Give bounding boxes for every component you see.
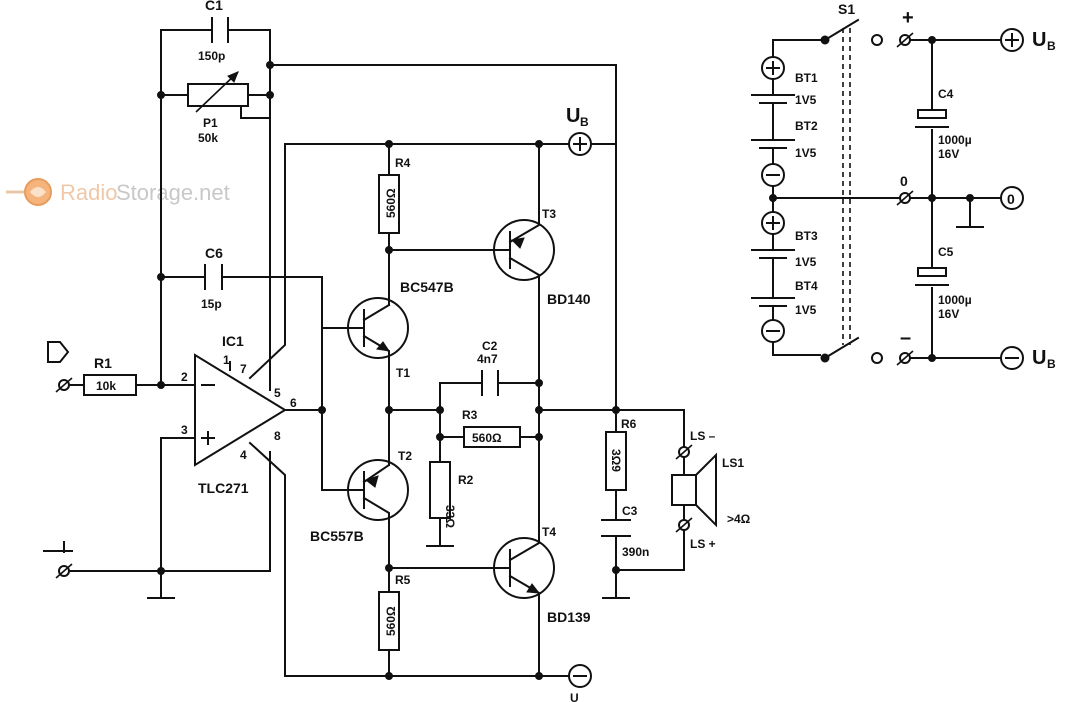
label-bt3-value: 1V5 — [795, 255, 817, 269]
label-bt2: BT2 — [795, 119, 818, 133]
label-c4: C4 — [938, 87, 954, 101]
label-t2-part: BC557B — [310, 528, 364, 544]
label-t4-part: BD139 — [547, 609, 591, 625]
label-s1: S1 — [838, 1, 855, 17]
label-r5-value: 560Ω — [384, 606, 398, 636]
label-r2-value: 33Ω — [443, 505, 457, 528]
watermark-part1: Radio — [60, 180, 117, 205]
label-ub-top: U — [566, 105, 580, 127]
label-c2: C2 — [482, 339, 498, 353]
label-c3-value: 390n — [622, 545, 649, 559]
label-r3: R3 — [462, 408, 478, 422]
label-bt1-value: 1V5 — [795, 93, 817, 107]
label-r5: R5 — [395, 573, 411, 587]
power-supply-circuit — [751, 18, 1024, 370]
label-c1-value: 150p — [198, 49, 225, 63]
label-ub-top-sub: B — [580, 115, 589, 129]
label-ub-plus-sub: B — [1047, 39, 1056, 53]
label-minus: – — [900, 327, 911, 349]
label-c3: C3 — [622, 504, 638, 518]
label-ohm: >4Ω — [727, 512, 751, 526]
label-ic1-part: TLC271 — [198, 480, 249, 496]
label-ic1: IC1 — [222, 333, 244, 349]
label-r4-value: 560Ω — [384, 188, 398, 218]
label-plus: + — [902, 7, 914, 29]
pin-6: 6 — [290, 396, 297, 410]
label-r3-value: 560Ω — [472, 431, 502, 445]
label-c5: C5 — [938, 245, 954, 259]
label-r2: R2 — [458, 473, 474, 487]
watermark: Radio Storage.net — [6, 178, 230, 206]
label-t3-part: BD140 — [547, 291, 591, 307]
label-c5-value: 1000µ — [938, 293, 972, 307]
label-c4-voltage: 16V — [938, 147, 959, 161]
label-bt4-value: 1V5 — [795, 303, 817, 317]
pin-7: 7 — [240, 362, 247, 376]
label-terminal-zero: 0 — [1007, 191, 1015, 207]
label-ls-minus: LS – — [690, 429, 716, 443]
label-ls1: LS1 — [722, 456, 744, 470]
label-zero: 0 — [900, 173, 908, 189]
label-t4: T4 — [542, 525, 556, 539]
pin-4: 4 — [240, 448, 247, 462]
label-c4-value: 1000µ — [938, 133, 972, 147]
label-r4: R4 — [395, 156, 411, 170]
label-t1-part: BC547B — [400, 279, 454, 295]
label-c5-voltage: 16V — [938, 307, 959, 321]
label-bt3: BT3 — [795, 229, 818, 243]
label-bottom-u: U — [570, 691, 579, 702]
label-ls-plus: LS + — [690, 537, 716, 551]
label-ub-minus: U — [1032, 347, 1046, 369]
label-r6: R6 — [621, 417, 637, 431]
label-c2-value: 4n7 — [477, 352, 498, 366]
label-r6-value: 3Ω9 — [609, 449, 623, 472]
pin-3: 3 — [181, 423, 188, 437]
label-r1-value: 10k — [96, 379, 116, 393]
label-bt4: BT4 — [795, 279, 818, 293]
label-t2: T2 — [398, 449, 412, 463]
watermark-part2: Storage.net — [116, 180, 230, 205]
component-labels: C1 150p P1 50k C6 15p R1 10k IC1 TLC271 … — [94, 0, 1056, 702]
label-c1: C1 — [205, 0, 223, 13]
label-p1: P1 — [203, 116, 218, 130]
pin-5: 5 — [274, 386, 281, 400]
label-ub-minus-sub: B — [1047, 357, 1056, 371]
pin-1: 1 — [223, 353, 230, 367]
pin-8: 8 — [274, 429, 281, 443]
label-r1: R1 — [94, 355, 112, 371]
label-p1-value: 50k — [198, 131, 218, 145]
label-c6-value: 15p — [201, 297, 222, 311]
label-ub-plus: U — [1032, 29, 1046, 51]
label-c6: C6 — [205, 245, 223, 261]
label-bt1: BT1 — [795, 71, 818, 85]
label-t3: T3 — [542, 207, 556, 221]
amplifier-circuit — [43, 17, 717, 688]
label-bt2-value: 1V5 — [795, 146, 817, 160]
label-t1: T1 — [396, 366, 410, 380]
pin-2: 2 — [181, 370, 188, 384]
